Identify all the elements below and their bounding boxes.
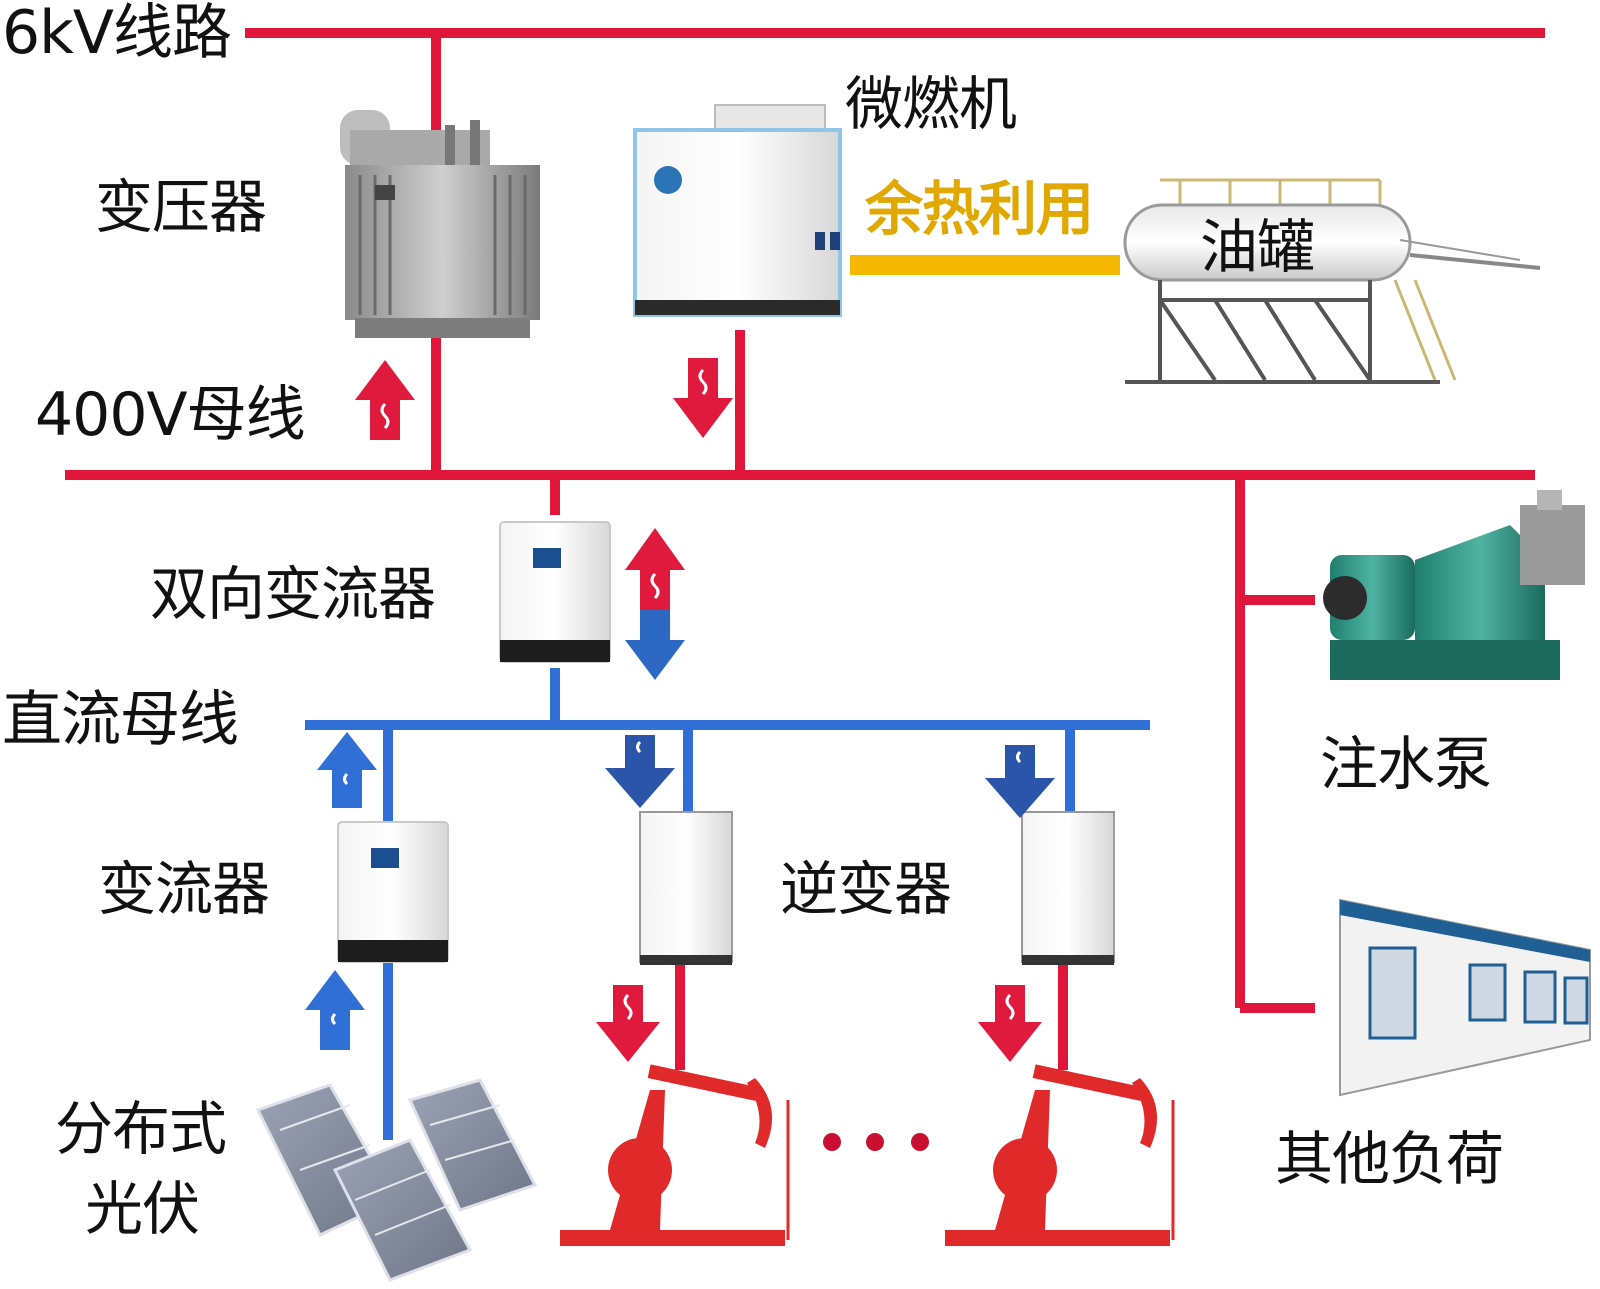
bus-400v-label: 400V母线 — [35, 380, 306, 450]
other-loads-icon — [1339, 898, 1591, 1097]
arrow-down-microturbine-icon — [673, 358, 733, 438]
inverter-cabinet-2 — [1021, 811, 1115, 965]
inverter-cabinet-1 — [639, 811, 733, 965]
ellipsis-icon — [823, 1133, 929, 1151]
transformer-label: 变压器 — [95, 173, 267, 241]
oil-tank-icon — [1123, 178, 1541, 384]
solar-panels-icon — [255, 1078, 538, 1282]
distributed-pv-label-line1: 分布式 — [55, 1095, 227, 1163]
inverter-label: 逆变器 — [780, 855, 952, 923]
pv-converter-icon — [337, 821, 449, 963]
pumpjack-icon-2 — [945, 1064, 1175, 1246]
pumpjack-icon-1 — [560, 1064, 790, 1246]
bidirectional-converter-icon — [499, 521, 611, 663]
dc-lines — [305, 668, 1150, 1140]
water-pump-icon — [1323, 490, 1585, 680]
microturbine-icon — [633, 104, 842, 317]
waste-heat-label: 余热利用 — [865, 175, 1094, 243]
arrow-up-transformer-icon — [355, 360, 415, 440]
arrow-up-pv-icon — [305, 970, 365, 1050]
kv-line-label: 6kV线路 — [2, 0, 232, 68]
arrow-down-inverter1-icon — [605, 735, 675, 808]
arrow-down-pumpjack2-icon — [978, 985, 1042, 1062]
arrow-down-inverter2-icon — [985, 745, 1055, 818]
arrow-up-dc-bus-icon — [317, 732, 377, 808]
converter-label: 变流器 — [98, 855, 270, 923]
bidirectional-converter-label: 双向变流器 — [150, 560, 436, 628]
ac-lines — [65, 28, 1545, 1070]
transformer-icon — [340, 110, 540, 338]
microturbine-label: 微燃机 — [845, 70, 1017, 138]
oil-tank-label: 油罐 — [1200, 213, 1315, 281]
waste-heat-line — [850, 255, 1120, 275]
distributed-pv-label-line2: 光伏 — [85, 1175, 200, 1243]
arrow-down-pumpjack1-icon — [596, 985, 660, 1062]
other-loads-label: 其他负荷 — [1275, 1125, 1504, 1193]
arrow-bidirectional-icon — [625, 528, 685, 680]
dc-bus-label: 直流母线 — [2, 685, 239, 755]
water-pump-label: 注水泵 — [1320, 730, 1492, 798]
